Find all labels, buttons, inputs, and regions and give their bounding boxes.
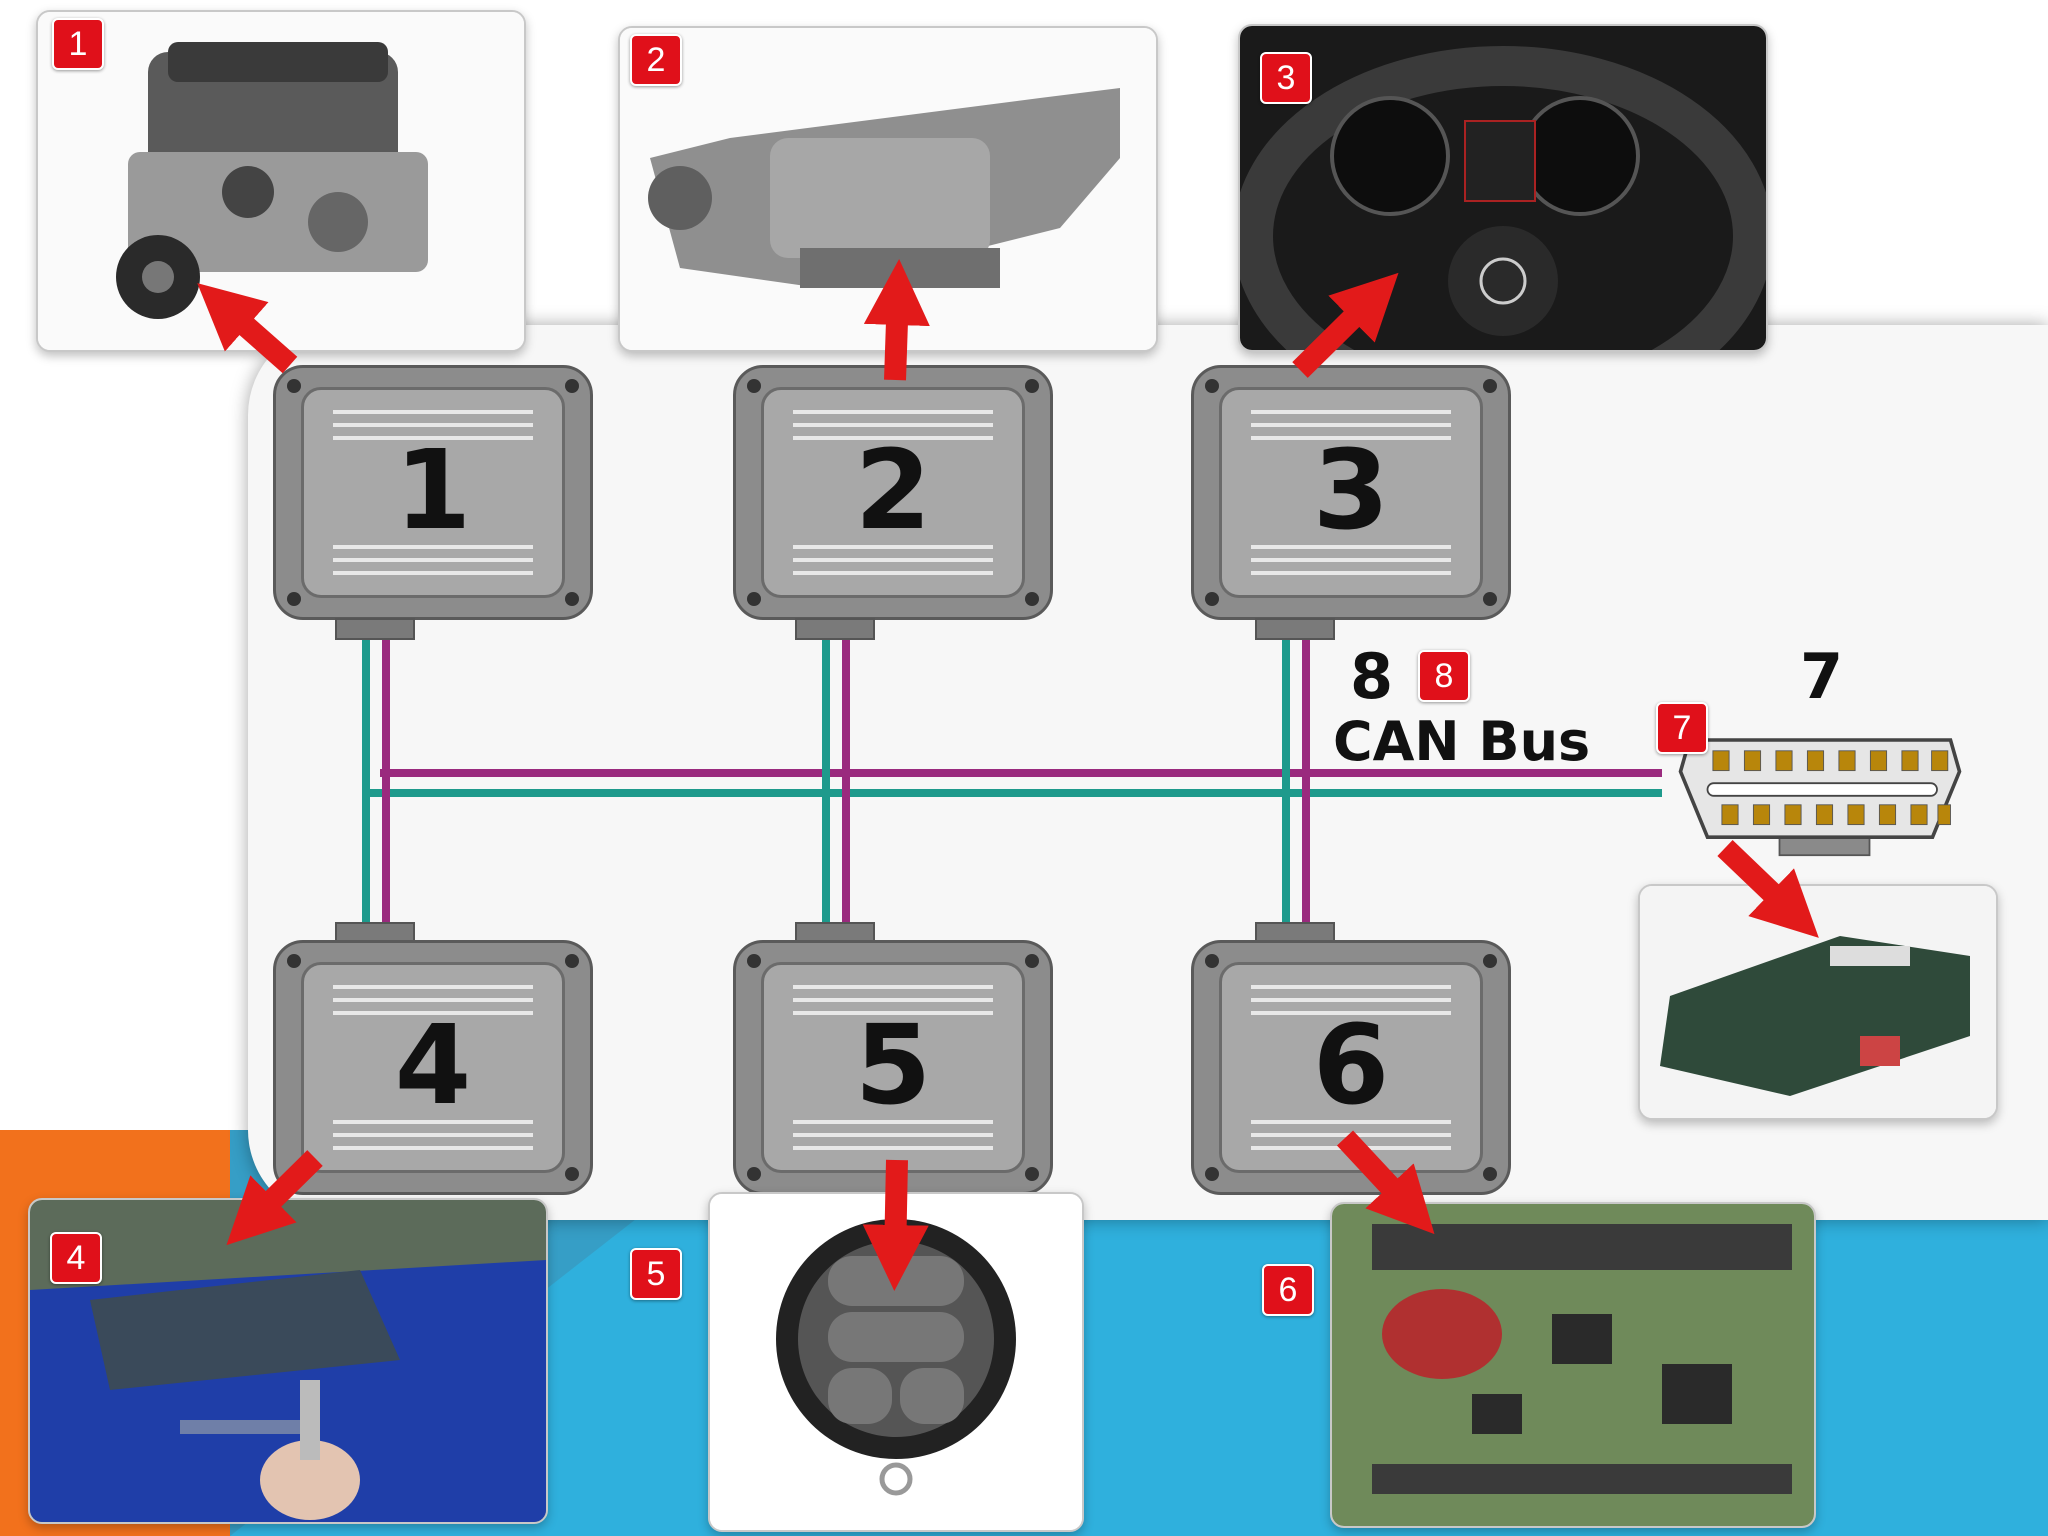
badge-6: 6 xyxy=(1262,1264,1314,1316)
ecu-number: 5 xyxy=(854,1001,932,1129)
can-bus-label: CAN Bus xyxy=(1333,710,1591,773)
badge-7: 7 xyxy=(1656,702,1708,754)
key-fob-photo xyxy=(708,1192,1084,1532)
instrument-cluster-photo xyxy=(1238,24,1768,352)
ecu-number: 2 xyxy=(854,426,932,554)
ecu-module-1: 1 xyxy=(273,365,593,640)
ecu-module-5: 5 xyxy=(733,922,1053,1195)
badge-1: 1 xyxy=(52,18,104,70)
ecu-module-6: 6 xyxy=(1191,922,1511,1195)
can-number-label: 8 xyxy=(1350,640,1394,713)
badge-2: 2 xyxy=(630,34,682,86)
transmission-photo xyxy=(618,26,1158,352)
ecu-number: 6 xyxy=(1312,1001,1390,1129)
ecu-module-4: 4 xyxy=(273,922,593,1195)
obd-number-label: 7 xyxy=(1800,640,1844,713)
obd-port-icon xyxy=(1678,738,1962,857)
badge-5: 5 xyxy=(630,1248,682,1300)
car-door-key-photo xyxy=(28,1198,548,1524)
engine-photo xyxy=(36,10,526,352)
ecu-module-2: 2 xyxy=(733,365,1053,640)
badge-3: 3 xyxy=(1260,52,1312,104)
ecu-number: 3 xyxy=(1312,426,1390,554)
ecu-number: 4 xyxy=(394,1001,472,1129)
circuit-board-photo xyxy=(1330,1202,1816,1528)
ecu-module-3: 3 xyxy=(1191,365,1511,640)
badge-4: 4 xyxy=(50,1232,102,1284)
badge-8: 8 xyxy=(1418,650,1470,702)
gateway-module-photo xyxy=(1638,884,1998,1120)
ecu-number: 1 xyxy=(394,426,472,554)
